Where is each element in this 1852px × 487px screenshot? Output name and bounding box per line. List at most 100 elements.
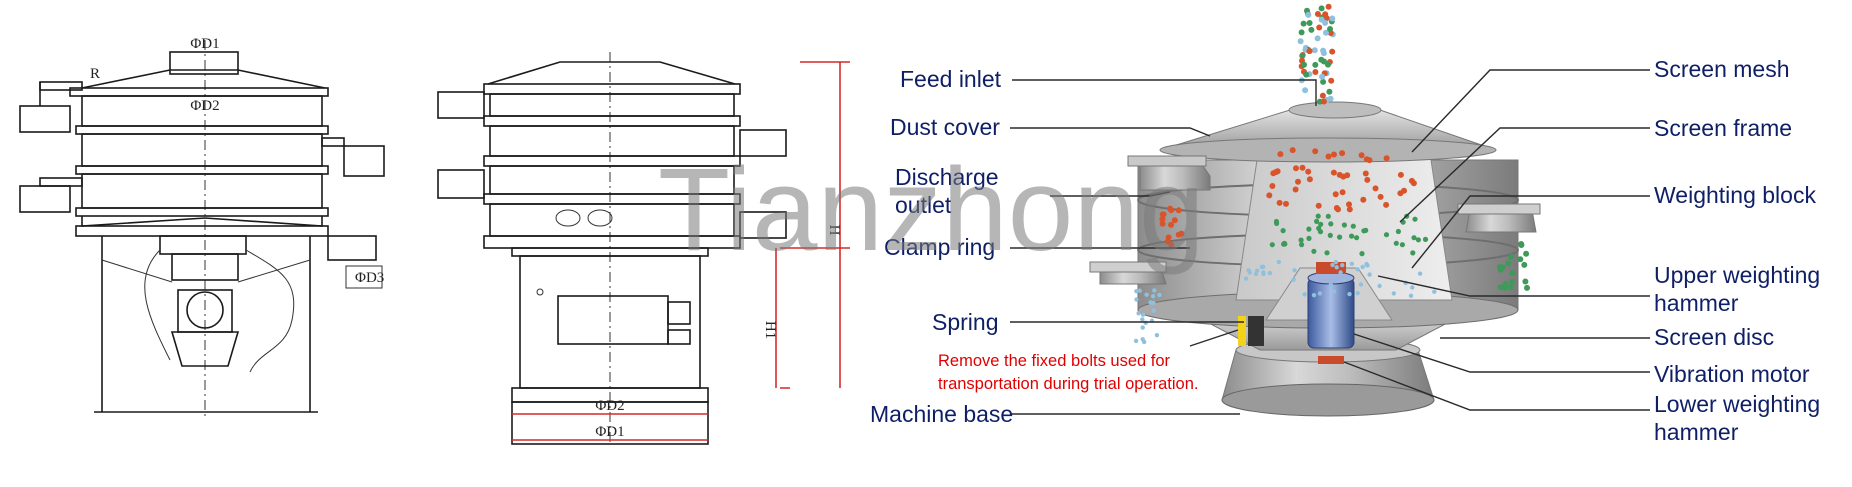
particle xyxy=(1505,260,1512,267)
particle xyxy=(1312,61,1319,68)
particle xyxy=(1302,292,1307,297)
particle xyxy=(1360,196,1367,203)
particle xyxy=(1323,29,1329,36)
particle xyxy=(1332,289,1337,294)
particle xyxy=(1280,228,1286,234)
particle xyxy=(1362,170,1369,177)
particle xyxy=(1142,339,1147,345)
particle xyxy=(1363,227,1369,233)
particle xyxy=(1330,169,1337,176)
particle xyxy=(1410,250,1416,256)
particle xyxy=(1330,262,1335,268)
front-dim-d3-box xyxy=(345,265,383,289)
particle xyxy=(1329,15,1336,22)
particle xyxy=(1312,69,1319,75)
particle xyxy=(1328,77,1335,84)
label-screen-disc: Screen disc xyxy=(1654,324,1774,350)
particle xyxy=(1159,216,1166,223)
particle xyxy=(1318,5,1325,12)
particle xyxy=(1508,254,1515,260)
particle xyxy=(1292,186,1299,193)
particle xyxy=(1246,268,1251,273)
note-line-2: transportation during trial operation. xyxy=(938,375,1199,393)
particle xyxy=(1134,297,1139,302)
particle xyxy=(1355,290,1360,296)
particle xyxy=(1302,87,1309,94)
particle xyxy=(1399,242,1405,248)
particle xyxy=(1332,191,1339,198)
particle xyxy=(1524,284,1530,291)
particle xyxy=(1364,261,1369,267)
particle xyxy=(1150,294,1156,299)
particle xyxy=(1383,201,1390,208)
particle xyxy=(1372,185,1379,192)
particle xyxy=(1171,217,1178,224)
particle xyxy=(1319,73,1326,80)
particle xyxy=(1411,235,1417,241)
particle xyxy=(1261,271,1266,277)
particle xyxy=(1136,311,1141,316)
particle xyxy=(1320,50,1327,57)
label-screen-frame: Screen frame xyxy=(1654,115,1792,141)
particle xyxy=(1383,232,1390,238)
particle xyxy=(1408,177,1415,184)
particle xyxy=(1315,202,1322,209)
particle xyxy=(1311,47,1318,54)
label-dust-cover: Dust cover xyxy=(890,114,1000,140)
particle xyxy=(1349,261,1355,266)
particle xyxy=(1159,220,1166,227)
particle xyxy=(1522,278,1529,285)
particle xyxy=(1334,265,1339,270)
particle xyxy=(1311,293,1317,298)
particle xyxy=(1339,189,1346,196)
front-dim-r: R xyxy=(90,66,100,82)
particle xyxy=(1322,19,1329,26)
particle xyxy=(1518,242,1525,248)
side-dim-d1: ΦD1 xyxy=(595,424,624,440)
particle xyxy=(1335,206,1341,213)
particle xyxy=(1329,48,1336,55)
particle xyxy=(1325,61,1331,68)
particle xyxy=(1270,170,1277,177)
particle xyxy=(1299,242,1305,248)
particle xyxy=(1299,164,1306,171)
particle xyxy=(1143,320,1148,325)
label-feed-inlet: Feed inlet xyxy=(900,66,1002,92)
particle xyxy=(1339,150,1346,157)
particle xyxy=(1509,279,1515,286)
label-clamp-ring: Clamp ring xyxy=(884,234,995,260)
particle xyxy=(1432,289,1437,294)
particle xyxy=(1308,26,1315,33)
particle xyxy=(1328,282,1334,287)
particle xyxy=(1410,285,1415,290)
particle xyxy=(1415,237,1421,243)
particle xyxy=(1165,234,1172,241)
particle xyxy=(1305,168,1312,175)
particle xyxy=(1152,288,1157,293)
particle xyxy=(1395,228,1401,235)
particle xyxy=(1175,207,1182,214)
particle xyxy=(1317,291,1323,296)
particle xyxy=(1341,222,1347,228)
particle xyxy=(1318,221,1324,227)
particle xyxy=(1346,206,1353,213)
particle xyxy=(1300,20,1307,27)
particle xyxy=(1346,201,1352,208)
particle xyxy=(1340,263,1345,268)
particle xyxy=(1276,199,1283,206)
label-lower-hammer: Lower weighting xyxy=(1654,391,1820,417)
particle xyxy=(1327,95,1334,102)
particle xyxy=(1306,176,1313,183)
label-upper-hammer: Upper weighting xyxy=(1654,262,1820,288)
side-dim-h1: H1 xyxy=(762,321,778,339)
particle xyxy=(1422,236,1429,242)
particle xyxy=(1509,270,1516,276)
particle xyxy=(1266,192,1273,199)
particle xyxy=(1298,29,1305,36)
particle xyxy=(1151,300,1156,306)
particle xyxy=(1159,211,1166,218)
particle xyxy=(1360,264,1365,270)
label-upper-hammer-2: hammer xyxy=(1654,290,1739,316)
particle xyxy=(1377,193,1384,200)
